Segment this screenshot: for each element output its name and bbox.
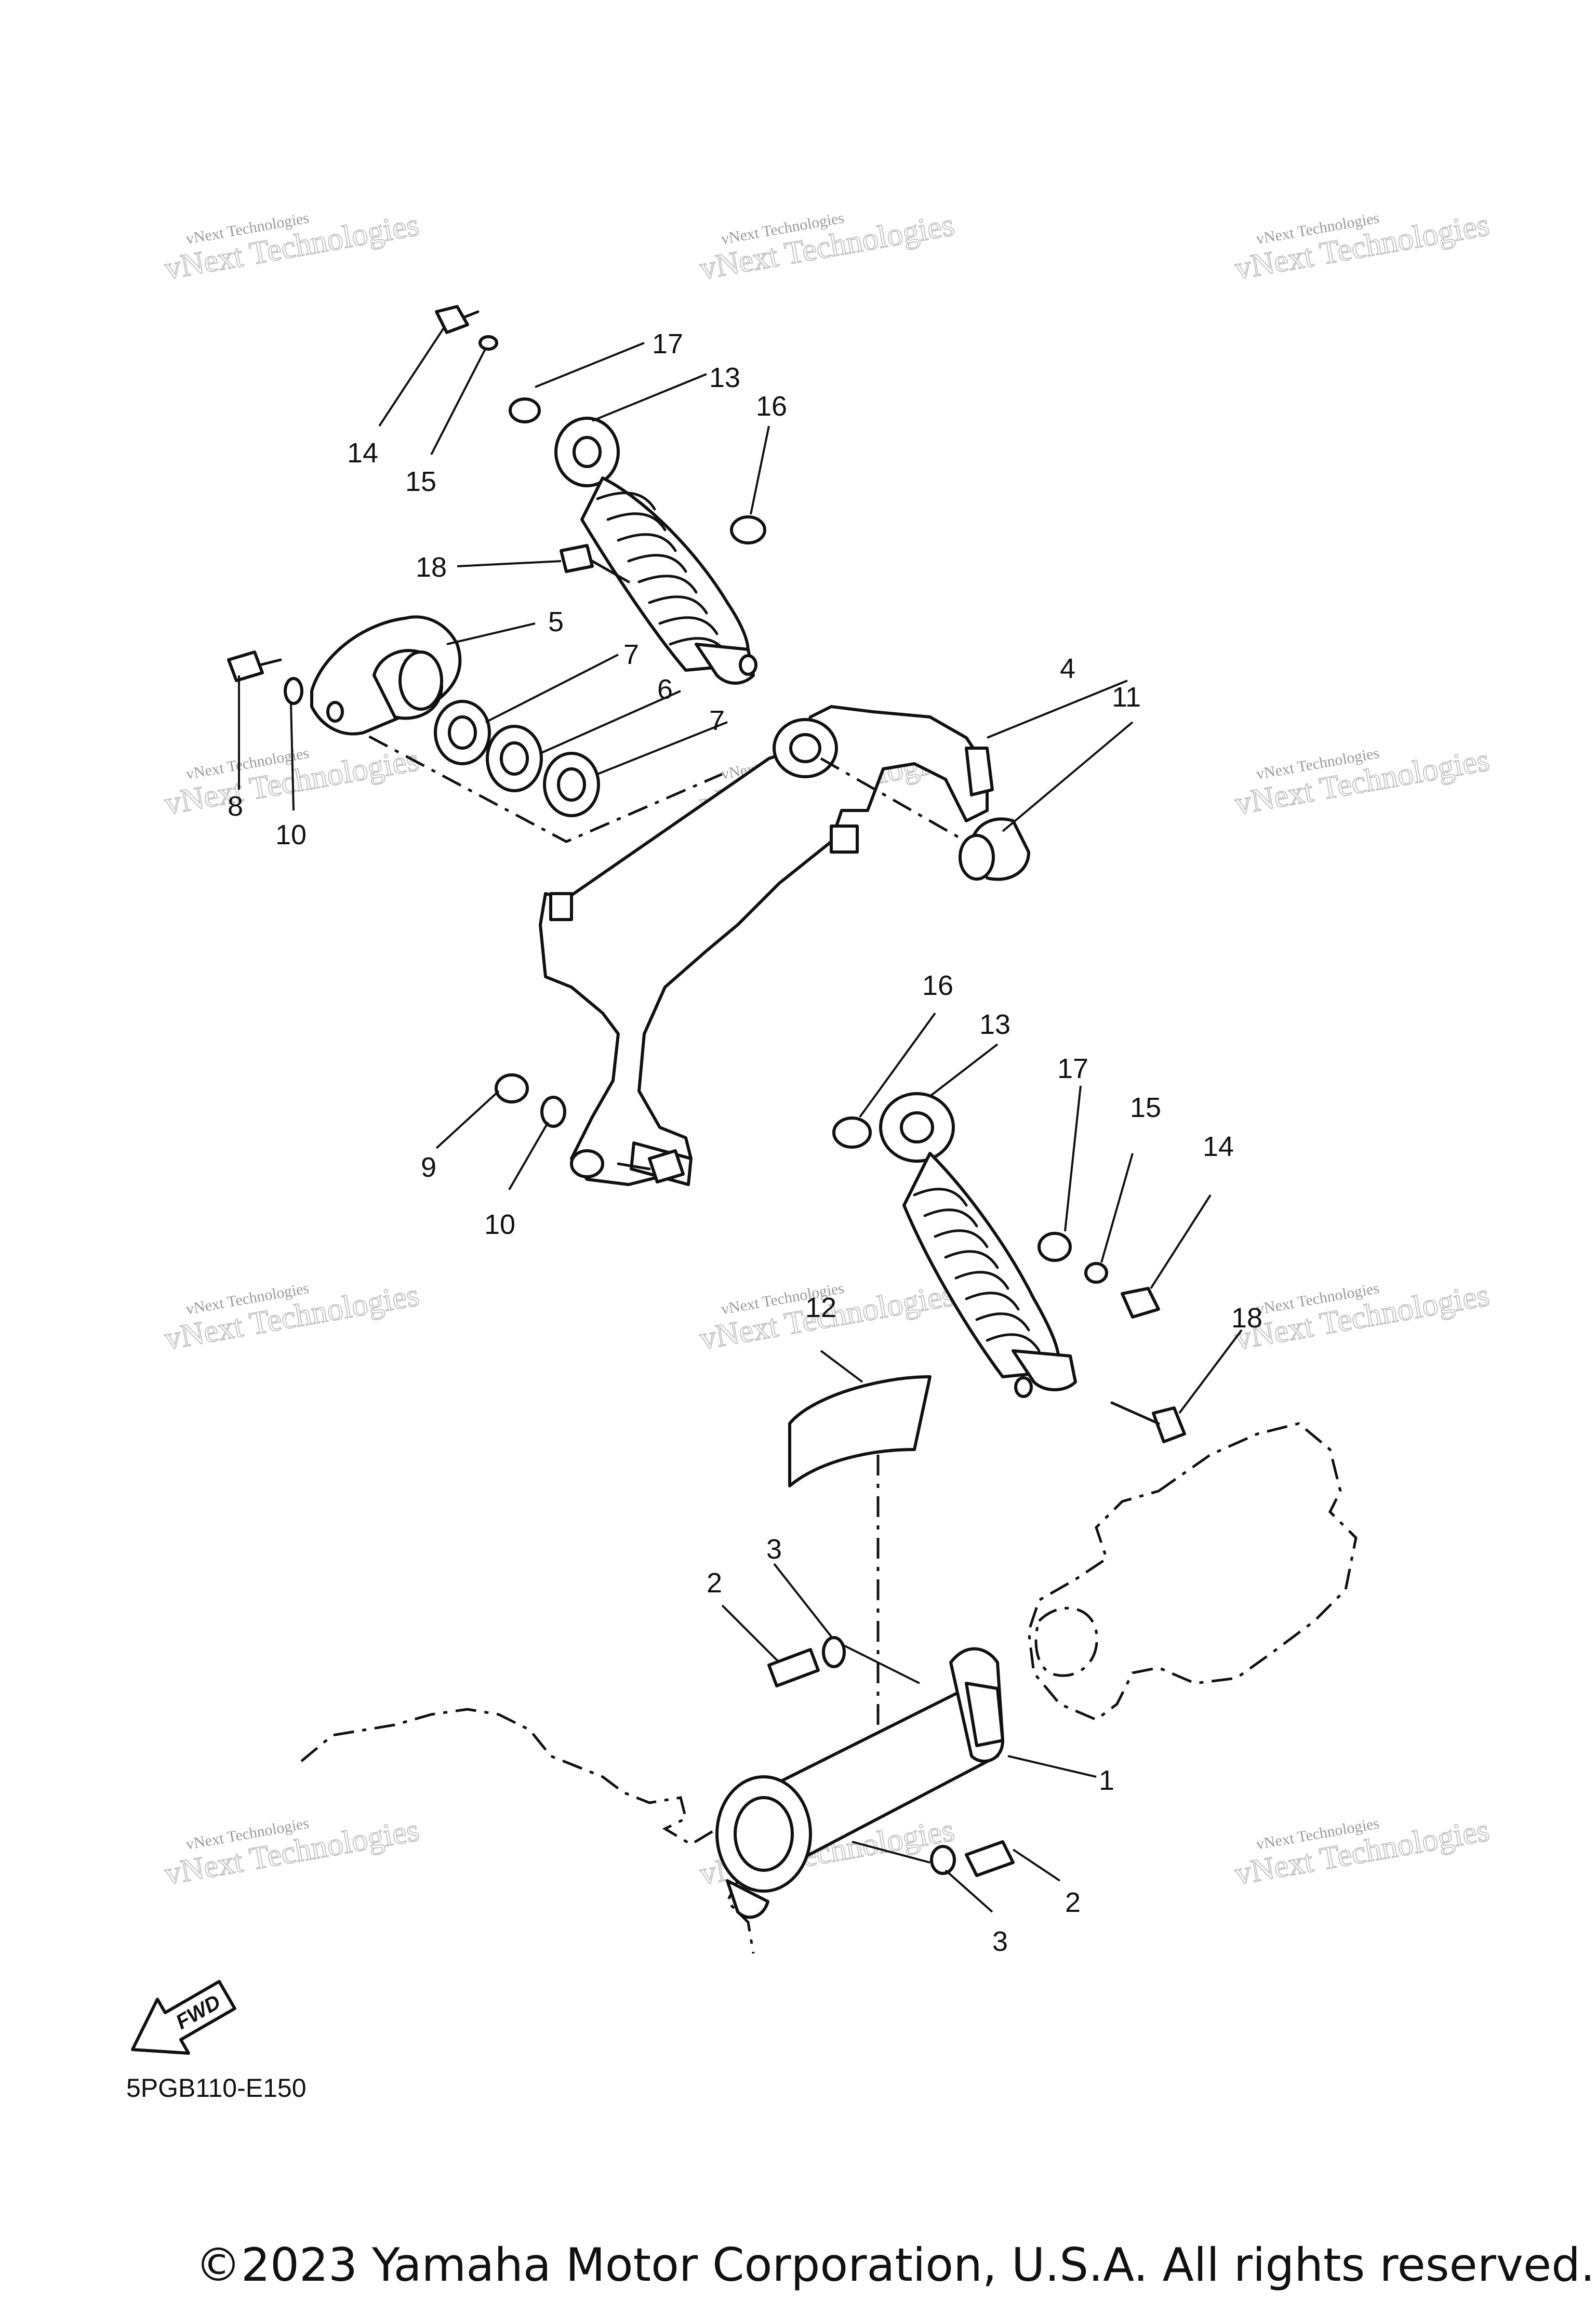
- washer-17-lower: [1038, 1232, 1072, 1262]
- shock-absorber-lower: [617, 1092, 1186, 1443]
- washer-16-lower: [832, 1116, 872, 1149]
- shock-absorber-upper: [435, 305, 766, 685]
- washer-16-upper: [730, 515, 766, 544]
- callout-16: 16: [756, 391, 787, 422]
- assembly-line-right: [820, 757, 967, 843]
- washer-15-lower: [1084, 1262, 1108, 1284]
- callout-labels: 17 13 16 14 15 18 5 7 6 7 4 11 8 10 16 1…: [228, 328, 1262, 1957]
- pivot-pipe-assembly: [715, 1413, 1015, 1919]
- callout-7: 7: [623, 639, 639, 670]
- callout-5: 5: [548, 606, 564, 637]
- washer-15-upper: [478, 335, 498, 351]
- callout-14: 14: [1203, 1131, 1234, 1162]
- cover-and-bearings: [310, 615, 600, 817]
- leader-lines: [238, 326, 1243, 1913]
- engine-boss-outline: [1034, 1606, 1098, 1677]
- bolt-rear-arm: [648, 1149, 685, 1183]
- callout-2: 2: [1065, 1887, 1081, 1918]
- washer-17-upper: [509, 397, 541, 423]
- bolt-2-lower: [965, 1840, 1015, 1877]
- callout-13: 13: [709, 362, 740, 393]
- diagram-code: 5PGB110-E150: [126, 2073, 307, 2103]
- nut-9-and-washer-10: [495, 1073, 566, 1128]
- callout-16: 16: [922, 970, 953, 1001]
- callout-10: 10: [275, 819, 307, 850]
- callout-15: 15: [1130, 1092, 1161, 1123]
- callout-4: 4: [1060, 653, 1075, 684]
- bolt-18-upper: [560, 544, 594, 573]
- callout-14: 14: [347, 437, 378, 469]
- callout-3: 3: [766, 1534, 782, 1565]
- callout-6: 6: [657, 674, 673, 705]
- washer-3-lower: [930, 1845, 956, 1875]
- fwd-arrow-icon: FWD: [131, 1980, 236, 2055]
- callout-18: 18: [416, 552, 447, 583]
- bolt-8-and-washer-10: [227, 650, 303, 705]
- callout-2: 2: [707, 1567, 722, 1599]
- callout-15: 15: [405, 466, 436, 497]
- callout-11: 11: [1112, 682, 1141, 713]
- callout-3: 3: [992, 1926, 1008, 1957]
- bolt-14-lower: [1121, 1287, 1160, 1319]
- copyright-notice: ©2023 Yamaha Motor Corporation, U.S.A. A…: [195, 2238, 1595, 2292]
- bolt-18-lower: [1152, 1406, 1186, 1443]
- bolt-2-upper: [767, 1648, 820, 1687]
- callout-13: 13: [979, 1009, 1010, 1040]
- callout-8: 8: [228, 791, 243, 822]
- callout-1: 1: [1099, 1765, 1114, 1796]
- callout-18: 18: [1231, 1302, 1262, 1334]
- callout-12: 12: [805, 1292, 836, 1323]
- engine-case-outline: [1027, 1422, 1358, 1721]
- callout-9: 9: [421, 1152, 436, 1183]
- callout-17: 17: [652, 328, 683, 360]
- assembly-line-left: [331, 715, 723, 843]
- bolt-14-upper: [435, 305, 469, 334]
- callout-7: 7: [709, 705, 725, 736]
- callout-17: 17: [1057, 1053, 1088, 1084]
- bushing-11: [959, 817, 1030, 881]
- damper-12: [788, 1375, 932, 1487]
- washer-3-upper: [822, 1636, 846, 1668]
- callout-10: 10: [484, 1209, 515, 1240]
